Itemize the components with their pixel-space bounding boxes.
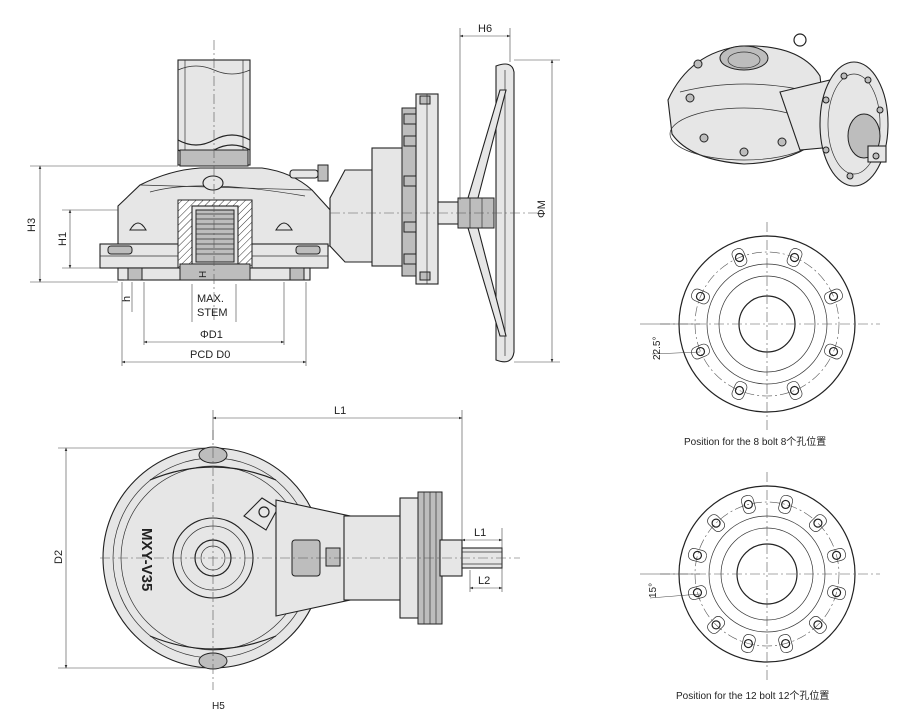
body-marking: MXY-V35 [138,528,155,591]
bolt-hole [828,346,839,357]
angle-label-8: 22.5° [652,337,663,360]
isometric-preview [667,33,889,187]
bolt-slot [687,585,707,600]
label-max: MAX. [197,293,224,305]
label-stem: STEM [197,307,228,319]
bolt-hole [789,252,800,263]
label-h6: H6 [478,23,492,35]
bolt-hole [743,638,753,649]
bolt-slot [824,288,843,305]
label-h-small: h [121,296,133,302]
label-phi-d1: ΦD1 [200,329,223,341]
label-h1: H1 [57,232,69,246]
bolt-holes-12 [687,494,847,654]
caption-12-bolt: Position for the 12 bolt 12个孔位置 [676,689,829,702]
bolt-slot [691,343,710,360]
bolt-holes-8 [691,248,843,400]
label-l2: L2 [478,575,490,587]
label-d2: D2 [53,550,65,564]
angle-label-12: 15° [648,583,659,598]
bolt-slot [778,634,793,654]
label-h3: H3 [26,218,38,232]
bolt-hole [711,620,721,630]
label-l1-small: L1 [474,527,486,539]
bolt-hole [831,550,842,560]
bolt-slot [809,616,827,634]
bolt-slot [827,548,847,563]
caption-8-bolt: Position for the 8 bolt 8个孔位置 [684,435,826,448]
bolt-hole [695,346,706,357]
label-l1: L1 [334,405,346,417]
bolt-slot [809,514,827,532]
bolt-hole [692,550,703,560]
bolt-hole [789,385,800,396]
bolt-hole [813,518,823,528]
bolt-hole [734,252,745,263]
bolt-hole [781,638,791,649]
label-h5: H5 [212,701,225,711]
top-view: MXY-V35 L1 D2 [53,405,520,711]
bolt-pattern-12: 15° Position for the 12 bolt 12个孔位置 [640,472,880,702]
label-pcd-d0: PCD D0 [190,349,230,361]
bolt-slot [741,634,756,654]
bolt-hole [734,385,745,396]
front-view: H6 ΦM H3 H1 h H MAX. STEM ΦD1 [26,23,560,366]
bolt-slot [827,585,847,600]
bolt-slot [786,248,803,267]
bolt-hole [692,588,703,598]
bolt-hole [711,518,721,528]
label-phi-m: ΦM [536,200,548,218]
bolt-slot [687,548,707,563]
bolt-slot [707,616,725,634]
bolt-hole [695,291,706,302]
bolt-hole [828,291,839,302]
bolt-hole [743,499,753,510]
bolt-slot [741,494,756,514]
bolt-slot [731,381,748,400]
bolt-slot [778,494,793,514]
label-h-stem: H [198,271,209,278]
bolt-slot [691,288,710,305]
threaded-bushing [195,209,235,263]
bolt-hole [781,499,791,510]
bolt-hole [831,588,842,598]
bolt-pattern-8: 22.5° Position for the 8 bolt 8个孔位置 [640,222,880,448]
bolt-slot [824,343,843,360]
bolt-slot [786,381,803,400]
bolt-slot [707,514,725,532]
bolt-hole [813,620,823,630]
bolt-slot [731,248,748,267]
